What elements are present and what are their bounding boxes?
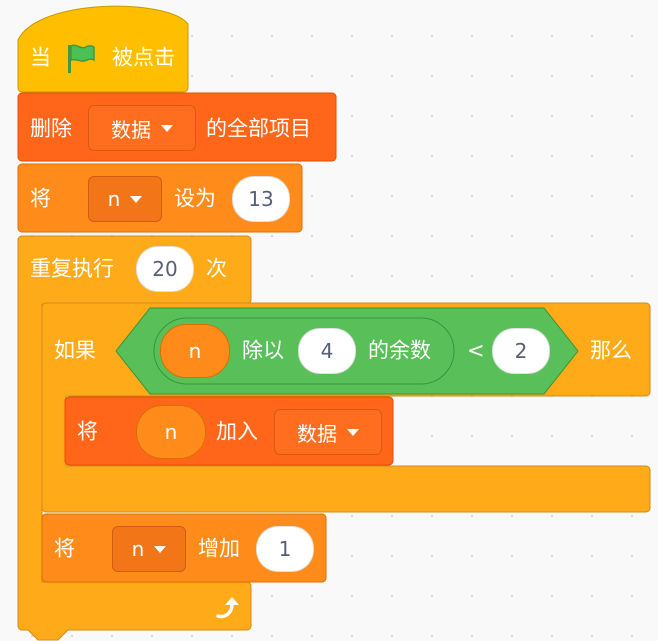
mod-suffix: 的余数 [368,338,431,363]
repeat-block[interactable] [17,235,252,641]
list-dropdown[interactable]: 数据 [274,409,382,455]
list-dropdown-label: 数据 [111,117,151,142]
chevron-down-icon [161,124,173,132]
delete-all-prefix: 删除 [30,116,72,141]
list-dropdown-label: 数据 [297,421,337,446]
chevron-down-icon [154,545,167,553]
hat-prefix: 当 [30,45,51,70]
repeat-prefix: 重复执行 [30,256,114,281]
set-var-middle: 设为 [174,186,216,211]
if-suffix: 那么 [590,338,632,363]
change-value-input[interactable]: 1 [256,526,314,572]
repeat-count-input[interactable]: 20 [136,246,194,292]
add-to-list-prefix: 将 [77,419,98,444]
when-flag-clicked-block[interactable] [17,5,189,93]
delete-all-suffix: 的全部项目 [206,116,311,141]
chevron-down-icon [130,195,143,203]
set-var-prefix: 将 [30,186,51,211]
hat-suffix: 被点击 [112,45,175,70]
set-value-input[interactable]: 13 [232,176,290,222]
repeat-suffix: 次 [206,256,227,281]
mod-label: 除以 [242,338,284,363]
chevron-down-icon [347,428,359,436]
compare-value-input[interactable]: 2 [492,328,550,374]
less-than-operator: < [467,338,485,363]
list-dropdown[interactable]: 数据 [88,105,196,151]
change-var-middle: 增加 [198,536,240,561]
variable-reporter-n[interactable]: n [136,405,206,459]
variable-dropdown-label: n [131,537,145,561]
variable-dropdown[interactable]: n [112,526,186,572]
mod-divisor-input[interactable]: 4 [298,328,356,374]
variable-dropdown-label: n [107,187,121,211]
if-prefix: 如果 [54,338,96,363]
loop-arrow-icon [216,597,239,619]
change-var-prefix: 将 [54,536,75,561]
variable-dropdown[interactable]: n [88,176,162,222]
add-to-list-middle: 加入 [216,419,258,444]
variable-reporter-n[interactable]: n [160,324,230,378]
green-flag-icon[interactable] [64,41,98,75]
